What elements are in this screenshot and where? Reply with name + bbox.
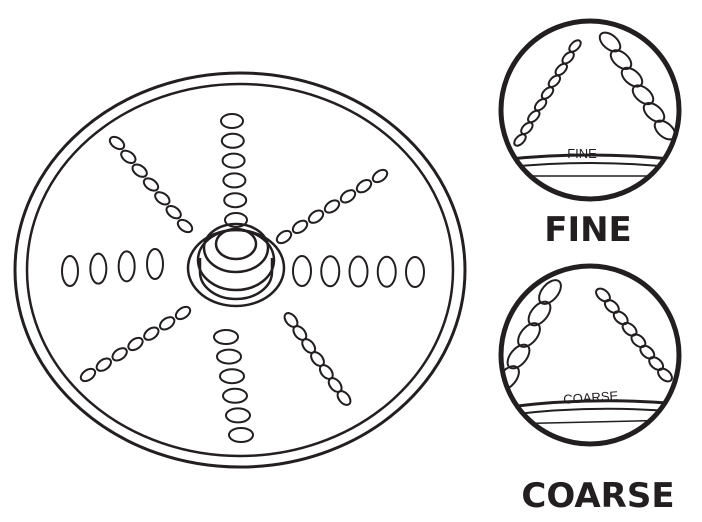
disc-hole (111, 347, 128, 362)
fine-hole (533, 98, 548, 112)
disc-hole (320, 255, 341, 288)
disc-hole (79, 367, 97, 383)
disc-hole (225, 407, 251, 424)
coarse-hole (657, 367, 673, 383)
disc-hole (213, 329, 239, 345)
disc-hole (339, 189, 357, 204)
coarse-hole (612, 310, 629, 326)
disc-hole (146, 248, 164, 280)
fine-hole (527, 109, 541, 124)
disc-inner-rim (25, 82, 455, 458)
disc-hole (307, 209, 325, 224)
disc-hole (61, 255, 79, 287)
disc-hole (142, 177, 160, 192)
coarse-hole (621, 321, 638, 337)
disc-hole (220, 132, 245, 149)
disc-hole (159, 316, 176, 331)
disc-hole (355, 179, 373, 194)
disc-hole (120, 149, 137, 164)
disc-hole (176, 218, 194, 234)
disc-hole (336, 390, 352, 406)
hub-collar (198, 258, 274, 301)
disc-hole (216, 348, 242, 365)
fine-disc-label: FINE (567, 146, 597, 161)
disc-hole (275, 229, 293, 245)
disc-hole (174, 305, 192, 321)
disc-hole (292, 255, 312, 287)
disc-hole (223, 192, 248, 209)
disc-hole (89, 252, 108, 285)
disc-hole (154, 191, 171, 206)
disc-hole (131, 163, 148, 178)
hub-top (202, 222, 270, 274)
coarse-disc-edge (503, 399, 677, 410)
disc-hub (186, 222, 286, 308)
coarse-hole (648, 356, 665, 371)
coarse-hole (538, 279, 562, 305)
disc-hole (220, 113, 244, 129)
disc-hole (222, 387, 248, 404)
coarse-hole (630, 333, 647, 349)
coarse-hole (639, 344, 656, 360)
fine-hole (547, 74, 562, 88)
disc-outer-rim (13, 71, 467, 469)
disc-hole (108, 135, 126, 151)
disc-hole (95, 357, 112, 372)
coarse-hole (603, 299, 620, 314)
hub-base (186, 228, 286, 308)
coarse-hole (595, 287, 611, 303)
fine-hole (554, 62, 568, 77)
coarse-label: COARSE (521, 476, 674, 516)
hub-hole (214, 227, 258, 261)
coarse-disc-label: COARSE (563, 388, 619, 407)
fine-disc-edge-inner (503, 162, 677, 169)
disc-hole (222, 172, 247, 189)
fine-hole (520, 121, 534, 135)
disc-hole (376, 255, 397, 288)
coarse-inset-border (498, 263, 682, 447)
fine-hole (568, 39, 582, 53)
disc-hole (405, 256, 425, 288)
shredding-disc (13, 71, 467, 469)
disc-hole (348, 255, 369, 288)
fine-disc-edge (503, 153, 677, 162)
disc-hole (219, 368, 245, 385)
disc-holes (61, 113, 425, 443)
disc-hole (323, 199, 341, 214)
fine-hole (561, 51, 575, 65)
disc-hole (291, 219, 309, 234)
fine-hole (513, 133, 527, 147)
fine-label: FINE (544, 210, 632, 250)
disc-hole (224, 212, 248, 228)
coarse-disc-holes (503, 279, 673, 391)
fine-disc-holes (513, 31, 677, 147)
disc-hole (371, 168, 389, 184)
coarse-disc-inset: COARSE (498, 263, 682, 447)
disc-hole (228, 427, 254, 443)
disc-hole (117, 250, 136, 283)
disc-hole (165, 205, 182, 220)
fine-hole (540, 86, 555, 100)
disc-hole (143, 326, 160, 341)
disc-hole (127, 336, 144, 352)
fine-disc-inset: FINE (498, 18, 682, 202)
fine-inset-border (498, 18, 682, 202)
disc-hole (221, 152, 246, 169)
